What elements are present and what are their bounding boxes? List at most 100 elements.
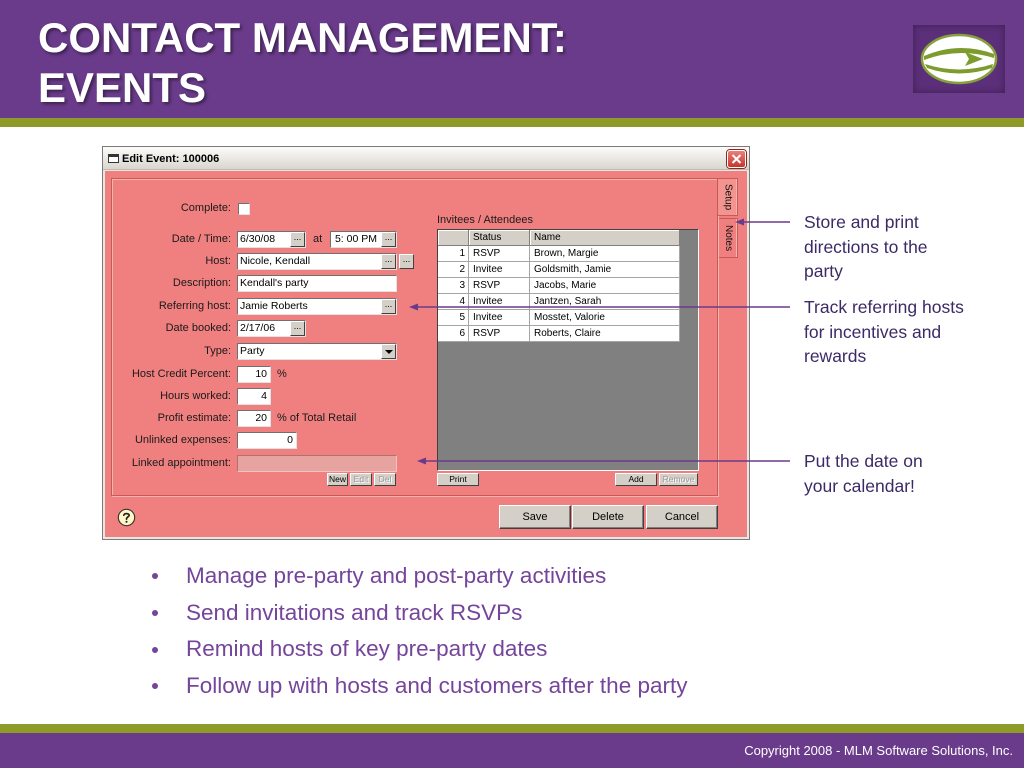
linked-appointment-label: Linked appointment: — [131, 457, 231, 469]
date-booked-picker-button-label: ... — [293, 321, 302, 331]
table-row[interactable]: 3 RSVP Jacobs, Marie — [438, 278, 698, 294]
setup-panel — [111, 178, 718, 496]
dialog-title: Edit Event: 100006 — [122, 153, 220, 165]
add-invitee-button[interactable]: Add — [615, 473, 657, 486]
grid-header-name[interactable]: Name — [530, 230, 680, 246]
description-label: Description: — [172, 277, 231, 289]
linked-appointment-field — [237, 455, 397, 472]
host-details-button[interactable]: ... — [399, 254, 414, 269]
type-dropdown-button[interactable] — [381, 344, 396, 359]
close-button[interactable] — [727, 150, 746, 168]
chevron-down-icon — [385, 350, 393, 354]
print-button[interactable]: Print — [437, 473, 479, 486]
event-time-field[interactable]: 5: 00 PM ... — [330, 231, 397, 248]
help-button[interactable] — [117, 508, 136, 527]
annotation-line: your calendar! — [804, 475, 915, 496]
row-name: Jacobs, Marie — [530, 278, 680, 294]
tab-setup-label: Setup — [722, 183, 734, 211]
bullet-item: Follow up with hosts and customers after… — [152, 668, 687, 705]
row-number: 4 — [438, 294, 469, 310]
invitees-label: Invitees / Attendees — [437, 214, 534, 226]
time-picker-button[interactable]: ... — [381, 232, 396, 247]
host-details-button-label: ... — [402, 254, 411, 264]
date-booked-field[interactable]: 2/17/06 ... — [237, 320, 306, 337]
slide-header: CONTACT MANAGEMENT: EVENTS — [0, 0, 1024, 118]
profit-estimate-value: 20 — [255, 412, 267, 424]
host-label: Host: — [205, 255, 231, 267]
table-row[interactable]: 6 RSVP Roberts, Claire — [438, 326, 698, 342]
grid-header-rownum — [438, 230, 469, 246]
save-button[interactable]: Save — [499, 505, 571, 529]
description-value: Kendall's party — [240, 277, 309, 289]
delete-appointment-button: Del — [374, 473, 396, 486]
bullet-item: Send invitations and track RSVPs — [152, 595, 687, 632]
profit-estimate-suffix: % of Total Retail — [277, 412, 357, 424]
type-select[interactable]: Party — [237, 343, 397, 360]
annotation-line: Store and print — [804, 212, 919, 232]
host-lookup-button[interactable]: ... — [381, 254, 396, 269]
bullet-item: Remind hosts of key pre-party dates — [152, 631, 687, 668]
event-time-value: 5: 00 PM — [334, 233, 377, 245]
date-booked-picker-button[interactable]: ... — [290, 321, 305, 336]
bullet-item: Manage pre-party and post-party activiti… — [152, 558, 687, 595]
annotation-line: party — [804, 261, 843, 281]
unlinked-expenses-field[interactable]: 0 — [237, 432, 297, 449]
slide-footer: Copyright 2008 - MLM Software Solutions,… — [0, 733, 1024, 768]
annotation-calendar: Put the date on your calendar! — [804, 449, 923, 498]
referring-host-field[interactable]: Jamie Roberts ... — [237, 298, 397, 315]
delete-button[interactable]: Delete — [572, 505, 644, 529]
hours-worked-value: 4 — [261, 390, 267, 402]
date-picker-button-label: ... — [293, 232, 302, 242]
copyright-text: Copyright 2008 - MLM Software Solutions,… — [744, 743, 1013, 758]
hours-worked-label: Hours worked: — [160, 390, 231, 402]
host-field[interactable]: Nicole, Kendall ... — [237, 253, 397, 270]
hours-worked-field[interactable]: 4 — [237, 388, 271, 405]
slide-title-line-2: EVENTS — [38, 64, 207, 111]
table-row[interactable]: 1 RSVP Brown, Margie — [438, 246, 698, 262]
date-time-label: Date / Time: — [171, 233, 231, 245]
event-date-value: 6/30/08 — [240, 233, 276, 245]
table-row[interactable]: 4 Invitee Jantzen, Sarah — [438, 294, 698, 310]
time-picker-button-label: ... — [384, 232, 393, 242]
referring-host-label: Referring host: — [158, 300, 231, 312]
host-credit-percent-field[interactable]: 10 — [237, 366, 271, 383]
tab-notes-label: Notes — [723, 224, 734, 252]
annotation-line: Track referring hosts — [804, 297, 964, 317]
description-field[interactable]: Kendall's party — [237, 275, 397, 292]
table-row[interactable]: 5 Invitee Mosstet, Valorie — [438, 310, 698, 326]
row-status: Invitee — [469, 310, 530, 326]
date-picker-button[interactable]: ... — [290, 232, 305, 247]
row-status: Invitee — [469, 294, 530, 310]
referring-host-lookup-button[interactable]: ... — [381, 299, 396, 314]
dialog-titlebar[interactable]: Edit Event: 100006 — [103, 147, 749, 170]
new-appointment-button[interactable]: New — [327, 473, 348, 486]
annotation-line: for incentives and — [804, 321, 942, 342]
tab-setup[interactable]: Setup — [718, 178, 738, 216]
host-credit-percent-suffix: % — [277, 368, 287, 380]
edit-event-dialog: Edit Event: 100006 Setup Notes Complete:… — [102, 146, 750, 540]
profit-estimate-field[interactable]: 20 — [237, 410, 271, 427]
referring-host-value: Jamie Roberts — [240, 300, 308, 312]
complete-checkbox[interactable] — [238, 203, 250, 215]
table-row[interactable]: 2 Invitee Goldsmith, Jamie — [438, 262, 698, 278]
header-accent-stripe — [0, 118, 1024, 127]
date-booked-value: 2/17/06 — [240, 322, 276, 334]
invitees-grid[interactable]: Status Name 1 RSVP Brown, Margie 2 Invit… — [437, 229, 699, 471]
slide-title-line-1: CONTACT MANAGEMENT: — [38, 14, 567, 61]
host-lookup-button-label: ... — [384, 254, 393, 264]
annotation-line: rewards — [804, 346, 867, 366]
slide-title: CONTACT MANAGEMENT: EVENTS — [38, 13, 567, 113]
cancel-button[interactable]: Cancel — [646, 505, 718, 529]
type-value: Party — [240, 345, 265, 357]
host-value: Nicole, Kendall — [240, 255, 311, 267]
row-name: Goldsmith, Jamie — [530, 262, 680, 278]
tab-notes[interactable]: Notes — [719, 218, 738, 258]
dialog-body: Setup Notes Complete: Date / Time: 6/30/… — [105, 171, 747, 537]
profit-estimate-label: Profit estimate: — [157, 412, 231, 424]
event-date-field[interactable]: 6/30/08 ... — [237, 231, 306, 248]
annotation-line: directions to the — [804, 236, 928, 257]
grid-header-status[interactable]: Status — [469, 230, 530, 246]
annotation-directions: Store and print directions to the party — [804, 210, 928, 284]
row-name: Roberts, Claire — [530, 326, 680, 342]
host-credit-percent-value: 10 — [255, 368, 267, 380]
